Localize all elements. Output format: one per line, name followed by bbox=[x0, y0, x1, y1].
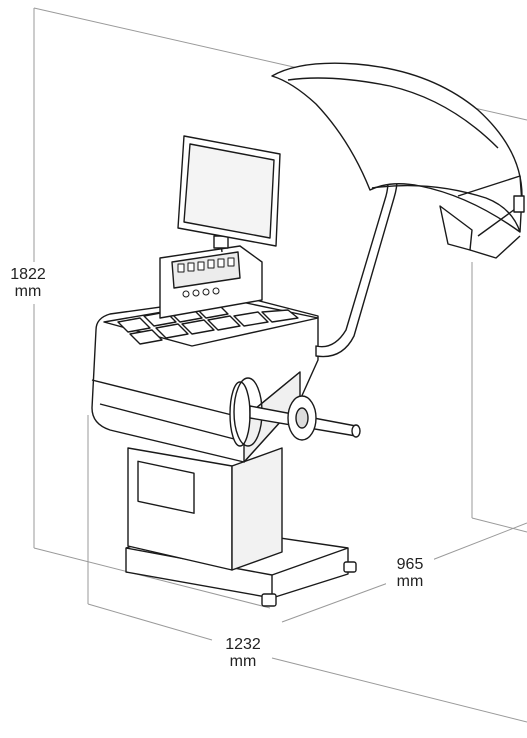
machine bbox=[91, 62, 525, 607]
base-foot bbox=[261, 593, 277, 607]
guide-width bbox=[87, 603, 213, 641]
wheel-guard bbox=[271, 62, 523, 233]
dimension-width-label: 1232 mm bbox=[216, 636, 270, 670]
depth-value: 965 bbox=[396, 556, 424, 573]
guide-depth-2 bbox=[431, 522, 527, 561]
depth-unit: mm bbox=[396, 573, 424, 590]
pedestal-panel bbox=[137, 460, 195, 514]
guide-width-2 bbox=[271, 657, 527, 723]
width-value: 1232 bbox=[225, 636, 261, 653]
dimension-depth-label: 965 mm bbox=[386, 556, 434, 590]
dimension-height-label: 1822 mm bbox=[2, 266, 54, 300]
guide-depth bbox=[281, 582, 389, 623]
shaft-flange bbox=[229, 381, 251, 447]
guard-frame bbox=[439, 205, 473, 251]
panel-buttons bbox=[182, 287, 220, 298]
guide-right-floor bbox=[471, 517, 527, 533]
base-foot bbox=[343, 561, 357, 573]
shaft-end bbox=[351, 424, 361, 438]
width-unit: mm bbox=[229, 653, 257, 670]
guide-floor-left bbox=[33, 547, 271, 609]
display-digits bbox=[177, 257, 235, 273]
height-value: 1822 bbox=[10, 266, 46, 283]
height-unit: mm bbox=[14, 283, 42, 300]
